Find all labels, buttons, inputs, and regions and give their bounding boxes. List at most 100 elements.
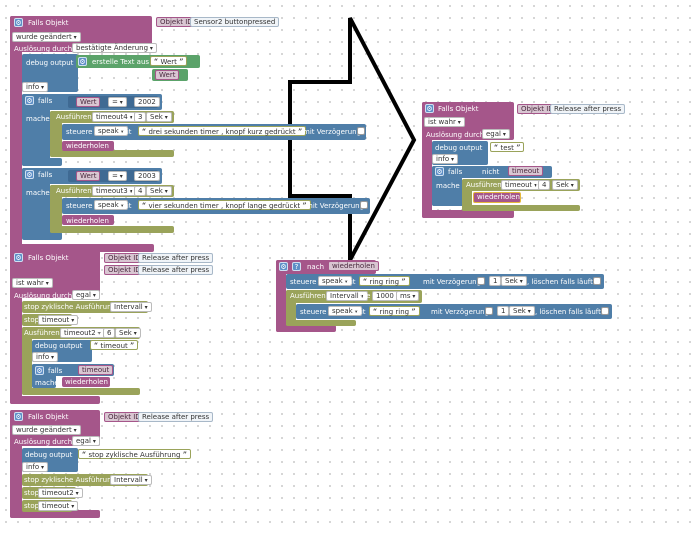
clear-checkbox[interactable] bbox=[593, 277, 601, 285]
device-dropdown[interactable]: speak bbox=[94, 126, 128, 136]
delay-value[interactable]: 6 bbox=[103, 328, 116, 338]
log-level-dropdown[interactable]: info bbox=[22, 462, 49, 472]
trigger-by-dropdown[interactable]: egal bbox=[72, 290, 100, 300]
trigger-by-dropdown[interactable]: bestätigte Änderung bbox=[72, 43, 157, 53]
every-label: alle bbox=[358, 292, 371, 300]
execute-label: Ausführen bbox=[290, 292, 326, 300]
trigger-by-dropdown[interactable]: egal bbox=[482, 129, 510, 139]
if-label: falls bbox=[448, 168, 463, 176]
unit-dropdown[interactable]: Sek bbox=[115, 328, 141, 338]
compare-value-2002[interactable]: 2002 bbox=[134, 97, 160, 107]
unit-ms-dropdown[interactable]: ms bbox=[396, 291, 420, 301]
interval-dropdown[interactable]: Intervall bbox=[110, 302, 152, 312]
with-label: mit bbox=[344, 278, 356, 286]
timeout-dropdown[interactable]: timeout bbox=[38, 501, 79, 511]
repeat-label: wiederholen bbox=[66, 142, 109, 150]
unit-dropdown[interactable]: Sek bbox=[509, 306, 535, 316]
compare-operator[interactable]: = bbox=[108, 171, 127, 181]
do-label: mache bbox=[26, 115, 50, 123]
variable-timeout[interactable]: timeout bbox=[508, 166, 544, 176]
do-label: mache bbox=[35, 379, 59, 387]
object-id-value[interactable]: Release after press bbox=[138, 253, 214, 263]
gear-icon[interactable]: ⚙ bbox=[14, 18, 23, 27]
gear-icon[interactable]: ⚙ bbox=[425, 104, 434, 113]
timeout2-dropdown[interactable]: timeout2 bbox=[38, 488, 83, 498]
trigger-label: Falls Objekt bbox=[28, 413, 69, 421]
unit-dropdown[interactable]: Sek bbox=[146, 186, 172, 196]
unit-dropdown[interactable]: Sek bbox=[552, 180, 578, 190]
object-id-value[interactable]: Release after press bbox=[138, 412, 214, 422]
repeat-label: wiederholen bbox=[66, 217, 109, 225]
help-icon[interactable]: ? bbox=[292, 262, 301, 271]
trigger-type-dropdown[interactable]: wurde geändert bbox=[12, 32, 81, 42]
debug-text[interactable]: “ stop zyklische Ausführung ” bbox=[78, 449, 191, 459]
gear-icon[interactable]: ⚙ bbox=[35, 366, 44, 375]
delay-checkbox[interactable] bbox=[357, 127, 365, 135]
interval-dropdown[interactable]: Intervall bbox=[110, 475, 152, 485]
variable-timeout[interactable]: timeout bbox=[78, 365, 114, 375]
debug-label: debug output bbox=[435, 144, 483, 152]
variable-wert[interactable]: Wert bbox=[155, 70, 180, 80]
log-level-dropdown[interactable]: info bbox=[32, 352, 59, 362]
compare-operator[interactable]: = bbox=[108, 97, 127, 107]
speak-text-2[interactable]: “ vier sekunden timer , knopf lange gedr… bbox=[138, 200, 311, 210]
device-dropdown[interactable]: speak bbox=[94, 200, 128, 210]
speak-text-1[interactable]: “ drei sekunden timer , knopf kurz gedrü… bbox=[138, 126, 307, 136]
trigger-type-dropdown[interactable]: ist wahr bbox=[12, 278, 53, 288]
repeat-name[interactable]: wiederholen bbox=[328, 261, 379, 271]
delay-checkbox[interactable] bbox=[360, 201, 368, 209]
execute-label: Ausführen bbox=[56, 187, 92, 195]
speak-text-ring[interactable]: “ ring ring ” bbox=[359, 276, 410, 286]
with-delay-label: mit Verzögerung bbox=[303, 128, 362, 136]
trigger-label: Falls Objekt bbox=[438, 105, 479, 113]
interval-value[interactable]: 1000 bbox=[372, 291, 398, 301]
object-id-value[interactable]: Release after press bbox=[138, 265, 214, 275]
compare-value-2003[interactable]: 2003 bbox=[134, 171, 160, 181]
device-dropdown[interactable]: speak bbox=[318, 276, 352, 286]
stop-cyclic-label: stop zyklische Ausführung bbox=[24, 476, 116, 484]
gear-icon[interactable]: ⚙ bbox=[25, 170, 34, 179]
after-label: nach bbox=[307, 263, 325, 271]
gear-icon[interactable]: ⚙ bbox=[14, 253, 23, 262]
trigger-type-dropdown[interactable]: wurde geändert bbox=[12, 425, 81, 435]
gear-icon[interactable]: ⚙ bbox=[279, 262, 288, 271]
clear-checkbox[interactable] bbox=[601, 307, 609, 315]
text-value-1[interactable]: “ Wert ” bbox=[150, 56, 188, 66]
trigger-by-label: Auslösung durch bbox=[426, 131, 485, 139]
delay-value[interactable]: 3 bbox=[134, 112, 147, 122]
gear-icon[interactable]: ⚙ bbox=[78, 57, 87, 66]
log-level-dropdown[interactable]: info bbox=[22, 82, 49, 92]
unit-dropdown[interactable]: Sek bbox=[501, 276, 527, 286]
delay-value[interactable]: 4 bbox=[538, 180, 551, 190]
unit-dropdown[interactable]: Sek bbox=[146, 112, 172, 122]
in-label: in bbox=[127, 187, 134, 195]
object-id-value[interactable]: Sensor2 buttonpressed bbox=[190, 17, 280, 27]
trigger-type-dropdown[interactable]: ist wahr bbox=[424, 117, 465, 127]
delay-value[interactable]: 1 bbox=[497, 306, 510, 316]
control-label: steuere bbox=[300, 308, 327, 316]
variable-wert[interactable]: Wert bbox=[76, 171, 101, 181]
object-id-value[interactable]: Release after press bbox=[550, 104, 626, 114]
execute-label: Ausführen bbox=[56, 113, 92, 121]
trigger-by-label: Auslösung durch bbox=[14, 292, 73, 300]
delay-checkbox[interactable] bbox=[477, 277, 485, 285]
delay-value[interactable]: 1 bbox=[489, 276, 502, 286]
speak-text-ring-2[interactable]: “ ring ring ” bbox=[369, 306, 420, 316]
device-dropdown[interactable]: speak bbox=[328, 306, 362, 316]
gear-icon[interactable]: ⚙ bbox=[435, 167, 444, 176]
gear-icon[interactable]: ⚙ bbox=[25, 96, 34, 105]
debug-text[interactable]: “ timeout ” bbox=[90, 340, 139, 350]
clear-running-label: , löschen falls läuft bbox=[535, 308, 601, 316]
delay-value[interactable]: 4 bbox=[134, 186, 147, 196]
timeout-dropdown[interactable]: timeout bbox=[38, 315, 79, 325]
with-delay-label: mit Verzögerung bbox=[423, 278, 482, 286]
trigger-by-dropdown[interactable]: egal bbox=[72, 436, 100, 446]
interval-dropdown[interactable]: Intervall bbox=[326, 291, 368, 301]
variable-wert[interactable]: Wert bbox=[76, 97, 101, 107]
execute-label: Ausführen bbox=[466, 181, 502, 189]
log-level-dropdown[interactable]: info bbox=[432, 154, 459, 164]
debug-text[interactable]: “ test ” bbox=[490, 142, 525, 152]
delay-checkbox[interactable] bbox=[485, 307, 493, 315]
gear-icon[interactable]: ⚙ bbox=[14, 412, 23, 421]
